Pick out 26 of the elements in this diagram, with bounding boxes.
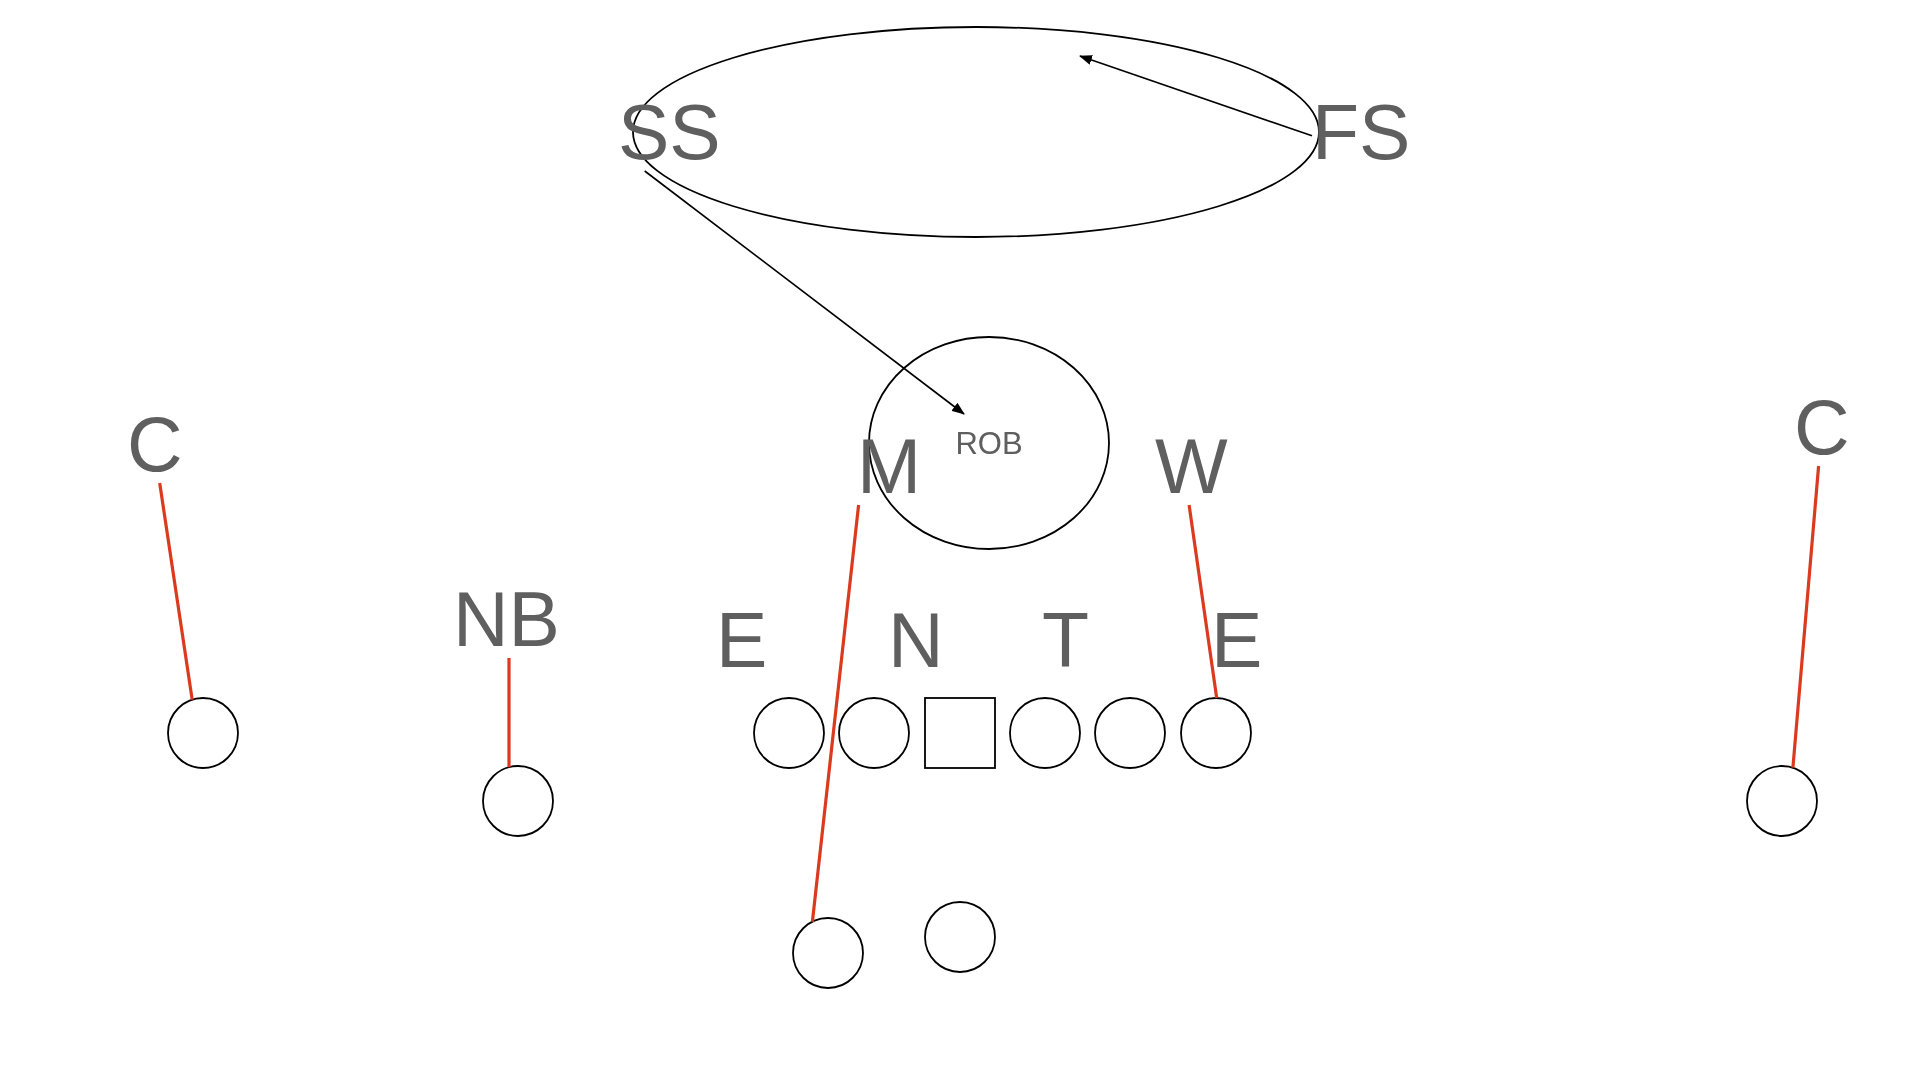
coverage-line xyxy=(507,658,511,768)
player-circle xyxy=(1180,697,1252,769)
position-label: W xyxy=(1155,428,1228,505)
position-label: C xyxy=(1794,389,1850,466)
player-circle xyxy=(753,697,825,769)
position-label: E xyxy=(1211,602,1263,679)
position-label: N xyxy=(888,602,944,679)
position-label: C xyxy=(127,406,183,483)
coverage-line xyxy=(1187,504,1219,699)
player-circle xyxy=(1746,765,1818,837)
coverage-line xyxy=(1791,465,1821,768)
player-circle xyxy=(792,917,864,989)
coverage-line xyxy=(158,482,194,700)
player-circle xyxy=(482,765,554,837)
player-circle xyxy=(167,697,239,769)
position-label: T xyxy=(1042,602,1090,679)
player-circle xyxy=(1009,697,1081,769)
player-circle xyxy=(838,697,910,769)
player-circle xyxy=(1094,697,1166,769)
player-circle xyxy=(924,901,996,973)
position-label: E xyxy=(716,602,768,679)
position-label: NB xyxy=(453,581,560,658)
position-label: FS xyxy=(1312,94,1411,171)
coverage-line xyxy=(810,504,861,922)
player-square xyxy=(924,697,996,769)
zone-label: ROB xyxy=(955,427,1023,459)
